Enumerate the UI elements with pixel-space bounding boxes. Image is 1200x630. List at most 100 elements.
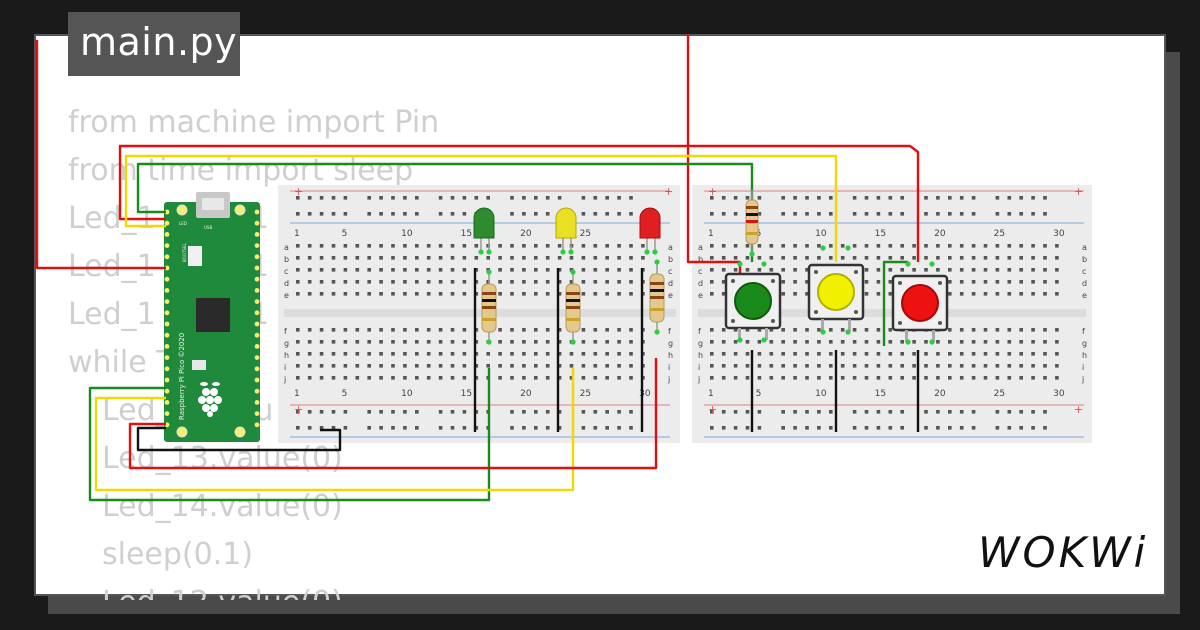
row-letter: b (1082, 255, 1087, 264)
code-line: while T (68, 345, 175, 380)
pushbutton-yellow[interactable] (807, 263, 865, 331)
pushbutton-green[interactable] (724, 272, 782, 340)
column-number: 20 (520, 389, 532, 399)
rail-plus: + (708, 185, 717, 198)
row-letter: i (284, 363, 286, 372)
column-number: 15 (461, 389, 472, 399)
column-number: 25 (994, 389, 1005, 399)
column-number: 20 (934, 229, 946, 239)
led-green[interactable] (473, 207, 495, 252)
resistor[interactable] (745, 190, 759, 254)
mount-hole (176, 426, 188, 438)
rail-plus: + (294, 185, 303, 198)
row-letter: c (668, 267, 672, 276)
button-cap (901, 284, 939, 322)
wokwi-logo: WOKWi (978, 528, 1149, 577)
column-number: 1 (708, 229, 714, 239)
row-letter: d (698, 279, 703, 288)
row-letter: f (668, 327, 671, 336)
row-letter: f (698, 327, 701, 336)
row-letter: g (698, 339, 703, 348)
column-number: 25 (580, 389, 591, 399)
column-number: 25 (580, 229, 591, 239)
row-letter: f (284, 327, 287, 336)
code-line: Led_14.value(0) (102, 489, 343, 524)
row-letter: b (668, 255, 673, 264)
row-letter: g (668, 339, 673, 348)
pico-usb-label: USB (204, 225, 212, 230)
column-number: 15 (461, 229, 472, 239)
row-letter: e (1082, 291, 1087, 300)
resistor[interactable] (565, 272, 581, 342)
row-letter: g (284, 339, 289, 348)
row-letter: f (1082, 327, 1085, 336)
raspberry-logo-icon (198, 382, 222, 417)
row-letter: c (1082, 267, 1086, 276)
code-line: Led_12.value(0) (102, 586, 343, 600)
row-letter: e (698, 291, 703, 300)
column-number: 5 (342, 389, 348, 399)
rail-plus: + (294, 403, 303, 416)
pushbutton-red[interactable] (891, 274, 949, 342)
row-letter: a (284, 243, 289, 252)
led-yellow-body (555, 207, 577, 239)
row-letter: j (697, 375, 700, 384)
led-green-body (473, 207, 495, 239)
rail-plus: + (1074, 403, 1083, 416)
row-letter: j (667, 375, 670, 384)
row-letter: h (698, 351, 703, 360)
column-number: 15 (875, 389, 886, 399)
resistor[interactable] (481, 272, 497, 342)
column-number: 1 (294, 229, 300, 239)
pico-model-label: Raspberry Pi Pico ©2020 (178, 333, 186, 420)
rail-plus: + (664, 185, 673, 198)
led-red[interactable] (639, 207, 661, 252)
mount-hole (176, 204, 188, 216)
breadboard-holes (710, 196, 1059, 430)
row-letter: h (284, 351, 289, 360)
raspberry-pi-pico[interactable]: LED USB BOOTSEL Raspberry Pi Pico ©2020 (164, 192, 260, 442)
wire-red-button-power (686, 34, 742, 274)
resistor[interactable] (649, 262, 665, 332)
row-letter: i (698, 363, 700, 372)
column-number: 30 (1053, 229, 1065, 239)
row-letter: i (1082, 363, 1084, 372)
wire-red-left (35, 40, 166, 270)
led-red-body (639, 207, 661, 239)
row-letter: b (284, 255, 289, 264)
usb-port (202, 198, 224, 210)
column-number: 5 (342, 229, 348, 239)
column-number: 5 (756, 389, 762, 399)
row-letter: h (1082, 351, 1087, 360)
column-number: 1 (294, 389, 300, 399)
bootsel-button[interactable] (188, 246, 202, 266)
column-number: 10 (815, 229, 827, 239)
button-cap (817, 273, 855, 311)
column-number: 15 (875, 229, 886, 239)
wire-green-short (882, 260, 908, 346)
wire-yellow-led (94, 368, 575, 492)
mount-hole (234, 426, 246, 438)
row-letter: a (668, 243, 673, 252)
pico-pins (164, 209, 260, 428)
code-line: Led_1 (68, 297, 156, 332)
debug-pads (192, 360, 206, 370)
breadboard-labels: 115510101515202025253030aabbccddeeffgghh… (283, 229, 673, 399)
led-yellow[interactable] (555, 207, 577, 252)
column-number: 30 (639, 389, 651, 399)
column-number: 10 (401, 389, 413, 399)
rail-plus: + (1074, 185, 1083, 198)
row-letter: e (284, 291, 289, 300)
code-line: Led_1 (68, 249, 156, 284)
column-number: 10 (401, 229, 413, 239)
rail-plus: + (708, 403, 717, 416)
row-letter: i (668, 363, 670, 372)
row-letter: a (1082, 243, 1087, 252)
file-tab[interactable]: main.py (68, 12, 240, 76)
row-letter: g (1082, 339, 1087, 348)
row-letter: e (668, 291, 673, 300)
row-letter: b (698, 255, 703, 264)
row-letter: c (284, 267, 288, 276)
row-letter: d (1082, 279, 1087, 288)
